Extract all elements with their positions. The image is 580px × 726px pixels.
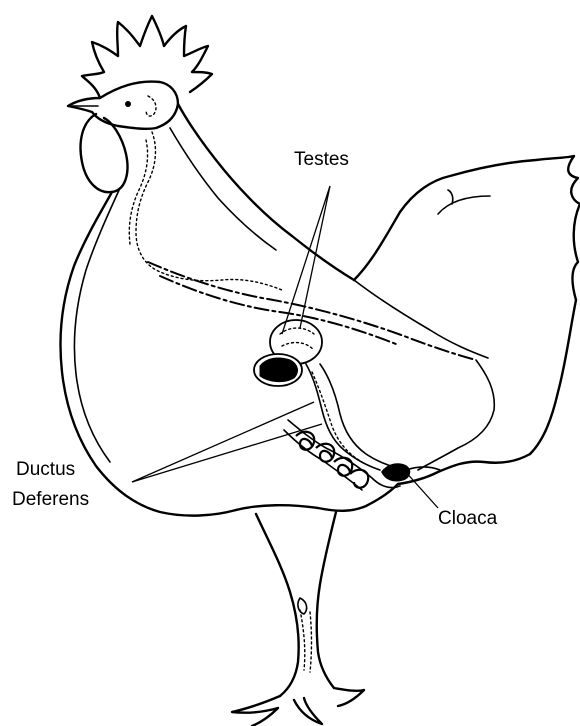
esophagus-inner — [129, 140, 147, 244]
rooster-neck-hackle — [170, 128, 276, 250]
cloaca-leader-line — [404, 470, 438, 508]
wing-back-line — [354, 280, 488, 358]
wing-tip — [418, 360, 494, 470]
rooster-comb — [82, 16, 212, 98]
tail-feather-edge — [438, 190, 490, 214]
rooster-body-front — [61, 192, 237, 516]
rooster-head — [68, 82, 178, 129]
ductus-deferens-leader-lines — [132, 402, 322, 482]
label-cloaca: Cloaca — [438, 508, 498, 529]
rooster-thigh — [236, 484, 398, 511]
rooster-eye-icon — [125, 101, 131, 107]
rooster-body-inner-front — [74, 188, 120, 462]
leg-scales — [300, 610, 312, 672]
label-ductus: Ductus — [16, 459, 75, 480]
rooster-tail — [354, 156, 580, 454]
ductus-dots — [312, 372, 362, 462]
rooster-vent — [398, 454, 530, 484]
ear-patch — [146, 96, 156, 116]
label-testes: Testes — [294, 149, 349, 170]
ductus-deferens-tube-2 — [320, 364, 398, 468]
rooster-leg-back — [317, 512, 336, 688]
label-deferens: Deferens — [12, 489, 89, 510]
rooster-leg-front — [256, 514, 299, 696]
ductus-deferens-tube — [306, 364, 380, 470]
cloaca-passage — [406, 467, 440, 470]
rooster-spur — [298, 598, 307, 614]
rooster-foot — [232, 688, 364, 726]
